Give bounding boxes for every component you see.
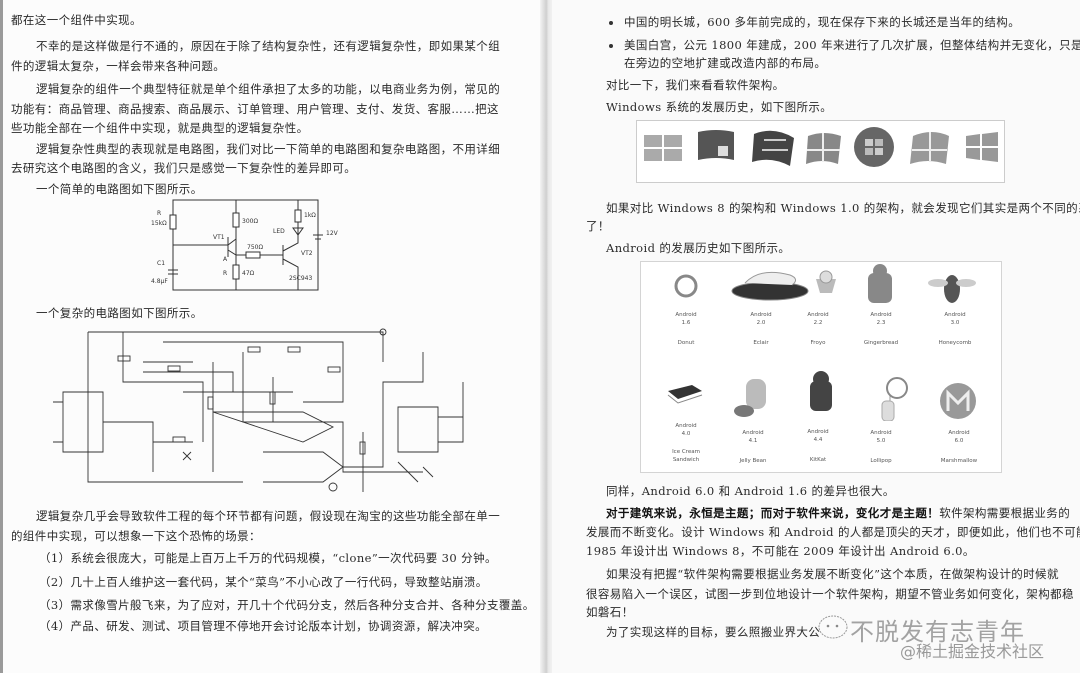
- text-line: 去研究这个电路图的含义，我们只是感觉一下复杂性的差异即可。: [11, 161, 357, 175]
- windows-vista-logo: [854, 127, 894, 167]
- bullet-icon: [609, 44, 613, 48]
- lollipop-icon: [881, 377, 908, 421]
- text-line: 很容易陷入一个误区，试图一步到位地设计一个软件架构，期望不管业务如何变化，架构都…: [586, 587, 1074, 601]
- text-line: Android 的发展历史如下图所示。: [606, 241, 791, 255]
- windows-logo-history: [636, 120, 1005, 183]
- text-line: 如果没有把握“软件架构需要根据业务发展不断变化”这个本质，在做架构设计的时候就: [606, 567, 1059, 581]
- complex-caption: 一个复杂的电路图如下图所示。: [36, 306, 203, 320]
- froyo-icon: [816, 270, 836, 293]
- marshmallow-icon: [940, 383, 976, 419]
- r4-value: 750Ω: [247, 244, 263, 251]
- text-line: 同样，Android 6.0 和 Android 1.6 的差异也很大。: [606, 484, 895, 498]
- text-line: 件的逻辑太复杂，一样会带来各种问题。: [11, 59, 226, 73]
- list-item: （1）系统会很庞大，可能是上百万上千万的代码规模，“clone”一次代码要 30…: [39, 551, 497, 565]
- eclair-icon: [731, 271, 809, 301]
- text-line: 逻辑复杂几乎会导致软件工程的每个环节都有问题，假设现在淘宝的这些功能全部在单一: [36, 509, 501, 523]
- left-page: 都在这一个组件中实现。 不幸的是这样做是行不通的，原因在于除了结构复杂性，还有逻…: [0, 0, 535, 673]
- text-line: 为了实现这样的目标，要么照搬业界大公: [606, 625, 821, 639]
- ice-cream-sandwich-icon: [667, 385, 703, 404]
- windows-95-logo: [698, 130, 734, 160]
- battery-label: 12V: [326, 230, 339, 237]
- android-mascot-icons: [667, 264, 976, 421]
- r3-value: 1kΩ: [304, 212, 316, 219]
- c1-value: 4.8μF: [151, 278, 168, 285]
- text-line: 功能有：商品管理、商品搜索、商品展示、订单管理、用户管理、支付、发货、客服……把…: [11, 102, 499, 116]
- text-line: 的组件中实现，可以想象一下这个恐怖的场景：: [11, 529, 261, 543]
- vt1-label: VT1: [213, 234, 225, 241]
- text-line: 不幸的是这样做是行不通的，原因在于除了结构复杂性，还有逻辑复杂性，即如果某个组: [36, 39, 501, 53]
- wechat-logo-icon: [818, 615, 848, 639]
- text-line: 如果对比 Windows 8 的架构和 Windows 1.0 的架构，就会发现…: [606, 201, 1080, 215]
- transistor-label: 2SC943: [289, 275, 312, 282]
- list-item: （2）几十上百人维护这一套代码，某个“菜鸟”不小心改了一行代码，导致整站崩溃。: [39, 575, 488, 589]
- watermark-author: 不脱发有志青年: [850, 618, 1025, 646]
- complex-circuit-diagram: [53, 328, 464, 492]
- kitkat-icon: [810, 371, 832, 411]
- list-item: （3）需求像雪片般飞来，为了应对，开几十个代码分支，然后各种分支合并、各种分支覆…: [39, 598, 535, 612]
- text-span: 软件架构需要根据业务的: [939, 506, 1071, 520]
- android-version-history: [640, 261, 1002, 473]
- bullet-item: 美国白宫，公元 1800 年建成，200 年来进行了几次扩展，但整体结构并无变化…: [624, 38, 1080, 52]
- text-line: 对比一下，我们来看看软件架构。: [606, 78, 785, 92]
- text-line: 都在这一个组件中实现。: [11, 13, 142, 27]
- emphasis-text: 对于建筑来说，永恒是主题；而对于软件来说，变化才是主题！: [606, 506, 940, 520]
- r1-label: R: [157, 210, 161, 217]
- text-line: 如磐石！: [586, 605, 634, 619]
- gingerbread-icon: [868, 264, 892, 303]
- r1-value: 15kΩ: [151, 220, 167, 227]
- windows-8-logo: [966, 132, 998, 162]
- bullet-icon: [609, 21, 613, 25]
- text-line: Windows 系统的发展历史，如下图所示。: [606, 100, 833, 114]
- r5-label: R: [223, 270, 227, 277]
- r2-value: 300Ω: [242, 218, 258, 225]
- donut-icon: [674, 274, 698, 298]
- c1-label: C1: [157, 260, 165, 267]
- honeycomb-icon: [928, 275, 976, 303]
- windows-98-logo: [752, 130, 794, 166]
- simple-circuit-diagram: R 15kΩ 300Ω 1kΩ LED 12V VT1 VT2 750Ω 47Ω…: [151, 199, 339, 291]
- text-line: 了！: [586, 219, 610, 233]
- r5-value: 47Ω: [242, 270, 255, 277]
- list-item: （4）产品、研发、测试、项目管理不停地开会讨论版本计划，协调资源，解决冲突。: [39, 619, 488, 633]
- vt2-label: VT2: [301, 250, 313, 257]
- text-line: 发展而不断变化。设计 Windows 和 Android 的人都是顶尖的天才，即…: [586, 525, 1080, 539]
- text-line: 些功能全部在一个组件中实现，就是典型的逻辑复杂性。: [11, 121, 309, 135]
- bullet-item: 中国的明长城，600 多年前完成的，现在保存下来的长城还是当年的结构。: [624, 15, 1021, 29]
- text-line: 逻辑复杂性典型的表现就是电路图，我们对比一下简单的电路图和复杂电路图，不用详细: [36, 142, 501, 156]
- text-line: 1985 年设计出 Windows 8，不可能在 2009 年设计出 Andro…: [586, 544, 975, 558]
- windows-7-logo: [910, 132, 949, 164]
- watermark-site: @稀土掘金技术社区: [900, 642, 1045, 661]
- windows-xp-logo: [806, 133, 841, 164]
- node-a-label: A: [223, 256, 228, 263]
- led-label: LED: [273, 228, 285, 235]
- text-line: 一个简单的电路图如下图所示。: [36, 182, 203, 196]
- windows-1-logo: [644, 135, 682, 161]
- jelly-bean-icon: [734, 379, 766, 417]
- bullet-item: 在旁边的空地扩建或改造内部的布局。: [624, 56, 827, 70]
- text-line: 对于建筑来说，永恒是主题；而对于软件来说，变化才是主题！软件架构需要根据业务的: [606, 506, 1070, 520]
- book-gutter: [540, 0, 554, 673]
- text-line: 逻辑复杂的组件一个典型特征就是单个组件承担了太多的功能，以电商业务为例，常见的: [36, 82, 501, 96]
